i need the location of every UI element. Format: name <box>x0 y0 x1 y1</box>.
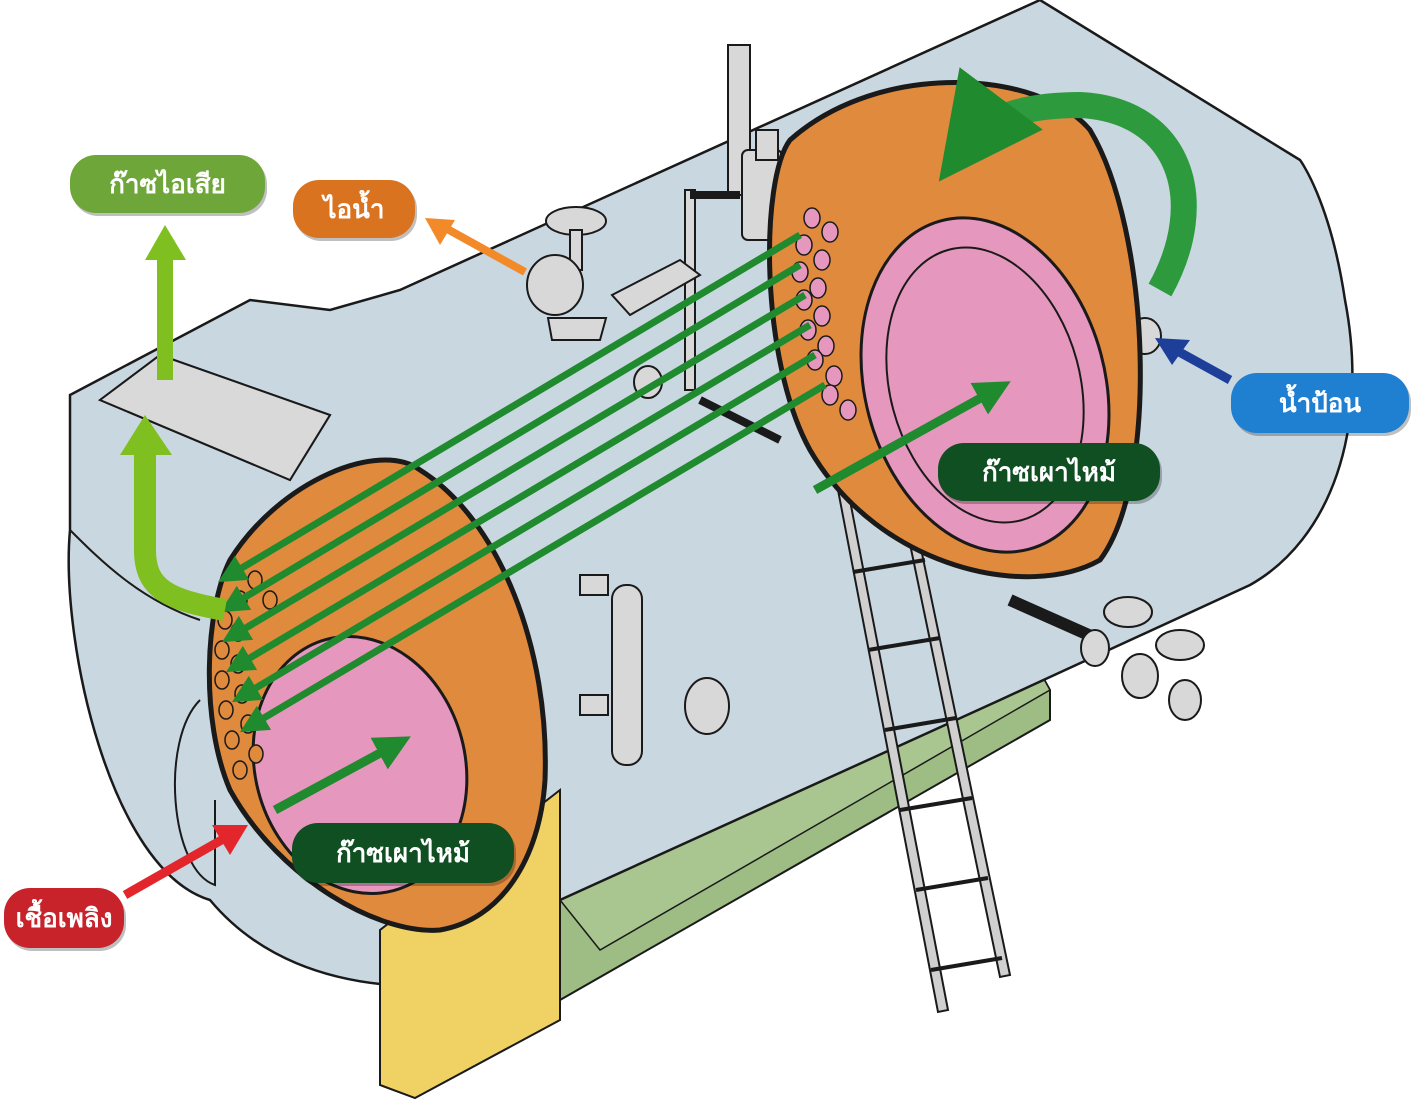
feed-water-arrow <box>1169 344 1233 384</box>
steam-valve <box>526 206 608 341</box>
feed-water-arrowhead <box>1155 338 1190 365</box>
exhaust-turn-arrowhead <box>120 415 172 455</box>
blowdown-valve <box>1007 594 1205 721</box>
rear-furnace-flow-arrow <box>812 381 1011 494</box>
combustion-gas-front-label: ก๊าซเผาไหม้ <box>292 823 514 883</box>
exhaust-gas-label: ก๊าซไอเสีย <box>70 155 265 213</box>
feed-water-label: น้ำป้อน <box>1231 373 1409 433</box>
steam-arrow <box>438 221 527 276</box>
fire-tube-bundle <box>791 207 857 421</box>
exhaust-turn-arrow <box>134 440 227 621</box>
exhaust-up-arrow-shaft <box>157 255 173 380</box>
tube-flow-arrows <box>217 231 827 733</box>
fuel-arrow <box>122 834 228 899</box>
front-furnace-flow-arrow <box>272 736 411 814</box>
top-piping <box>610 44 783 444</box>
side-fittings <box>579 574 730 766</box>
steam-label: ไอน้ำ <box>293 180 415 238</box>
fuel-label: เชื้อเพลิง <box>4 888 124 948</box>
reversing-chamber-arrow <box>938 67 1197 297</box>
steam-arrowhead <box>425 218 455 245</box>
fuel-arrowhead <box>212 825 248 855</box>
exhaust-up-arrowhead <box>145 225 186 260</box>
combustion-gas-rear-label: ก๊าซเผาไหม้ <box>938 443 1160 501</box>
exhaust-outlet <box>98 353 332 482</box>
burner-housing-outline <box>173 699 216 887</box>
